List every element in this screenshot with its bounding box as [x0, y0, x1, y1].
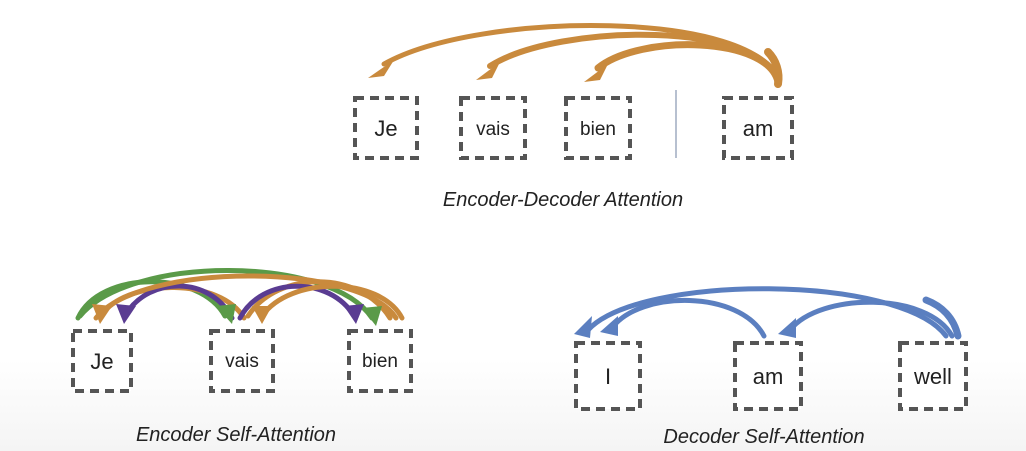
arc-well-stem — [922, 296, 962, 340]
arrowhead-blue-i-inner — [600, 316, 618, 336]
arrowhead-vais — [476, 62, 500, 80]
arrowhead-green-vais — [216, 304, 236, 324]
token-box-am-decoder: am — [733, 341, 803, 411]
token-label: vais — [225, 351, 259, 372]
arrowhead-orange-je — [92, 304, 112, 324]
arrowhead-orange-vais — [252, 306, 272, 324]
arc-am-to-vais — [487, 31, 781, 85]
token-box-vais: vais — [459, 96, 527, 160]
arc-je-to-bien — [77, 268, 375, 321]
arrowhead-green-bien — [362, 306, 382, 326]
decoder-self-attention-panel: I am well Decoder Self-Attention — [574, 286, 968, 448]
encoder-self-caption: Encoder Self-Attention — [136, 424, 336, 446]
arc-bien-to-je — [93, 273, 399, 321]
token-label: bien — [580, 119, 616, 140]
arrowhead-bien — [584, 64, 608, 82]
token-box-bien: bien — [564, 96, 632, 160]
token-label: well — [913, 364, 952, 389]
encoder-decoder-caption: Encoder-Decoder Attention — [443, 189, 683, 211]
arrowhead-purple-je — [116, 304, 136, 324]
arc-je-to-vais — [75, 279, 228, 321]
arc-well-to-am — [787, 299, 955, 339]
arrowhead-je — [368, 60, 394, 78]
encoder-self-arcs — [75, 268, 405, 326]
token-box-bien-encoder: bien — [347, 329, 413, 393]
encoder-decoder-arcs — [368, 23, 783, 88]
token-box-well-decoder: well — [898, 341, 968, 411]
token-label: I — [605, 364, 611, 389]
arc-am-to-je — [381, 23, 781, 85]
arc-am-to-i — [609, 297, 767, 339]
arc-bien-to-vais — [259, 283, 405, 321]
arc-am-stem — [764, 48, 783, 88]
token-box-vais-encoder: vais — [209, 329, 275, 393]
token-label: vais — [476, 119, 510, 140]
token-label: bien — [362, 351, 398, 372]
arrowhead-blue-am — [778, 318, 796, 338]
decoder-self-arcs — [574, 286, 962, 340]
encoder-decoder-attention-panel: Je vais bien am Encoder-Decoder Attentio… — [353, 23, 794, 211]
token-label: am — [743, 116, 774, 141]
token-label: am — [753, 364, 784, 389]
arc-am-to-bien — [594, 41, 782, 86]
token-box-i-decoder: I — [574, 341, 642, 411]
token-box-je: Je — [353, 96, 419, 160]
encoder-self-attention-panel: Je vais bien Encoder Self-Attention — [71, 268, 413, 446]
decoder-self-caption: Decoder Self-Attention — [663, 426, 864, 448]
arrowhead-purple-bien — [344, 304, 364, 324]
arrowhead-blue-i-outer — [574, 316, 592, 338]
token-box-je-encoder: Je — [71, 329, 133, 393]
arc-well-to-i — [585, 286, 949, 339]
arc-purple-bien — [237, 283, 357, 321]
token-box-am-target: am — [722, 96, 794, 160]
token-label: Je — [374, 116, 397, 141]
token-label: Je — [90, 349, 113, 374]
